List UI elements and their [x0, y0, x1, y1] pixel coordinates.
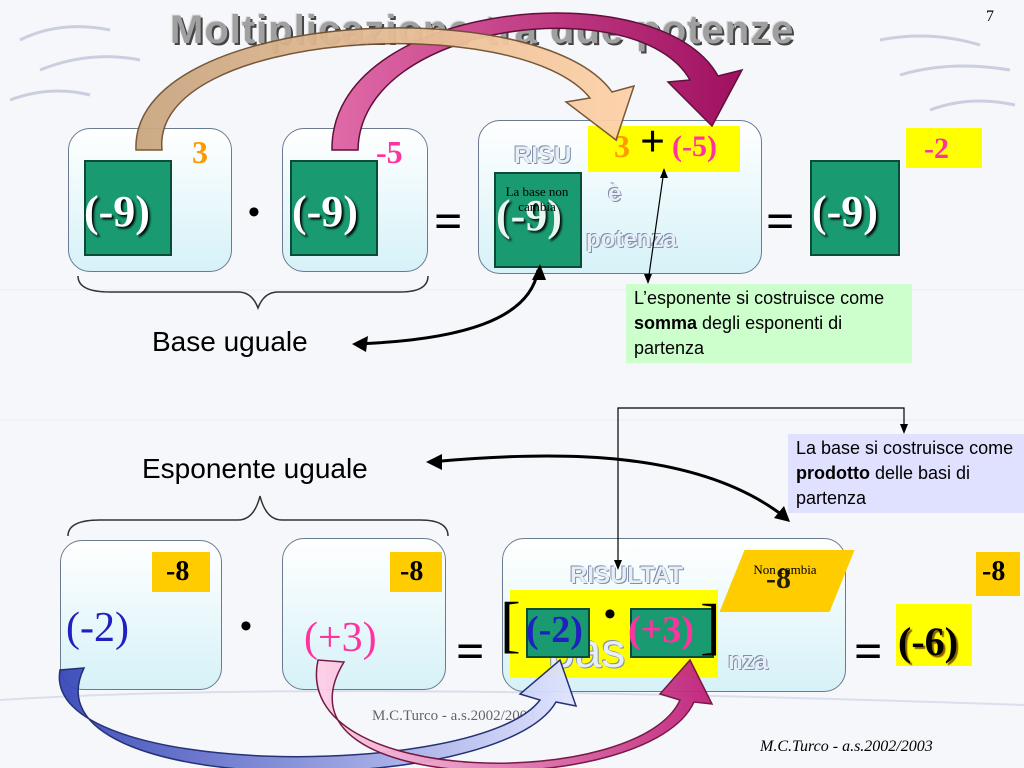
product-rule-text-bold: prodotto [796, 463, 870, 483]
bottom-right-exponent: -8 [400, 556, 424, 587]
top-sum-plus: + [640, 117, 666, 166]
bottom-right-exponent-box [390, 552, 442, 592]
bottom-right-base: (+3) [304, 615, 377, 661]
bottom-final-exponent: -8 [982, 556, 1006, 587]
bottom-open-bracket: [ [500, 591, 521, 659]
same-exponent-label: Esponente uguale [142, 453, 368, 484]
bottom-close-bracket: ] [700, 593, 721, 661]
top-final-base: (-9) [812, 187, 878, 236]
bottom-final-base-box [896, 604, 972, 666]
bottom-product-b: (+3) [628, 609, 694, 651]
bottom-ghost-title: RISULTAT [570, 562, 684, 589]
top-right-base: (-9) [292, 187, 358, 236]
bottom-left-exponent: -8 [166, 556, 190, 587]
top-left-base-box [84, 160, 172, 256]
bottom-final-exponent-box [976, 552, 1020, 596]
sum-rule-text-post: degli esponenti di partenza [634, 313, 843, 358]
bottom-left-exponent-box [152, 552, 210, 592]
sum-rule-text-bold: somma [634, 313, 698, 333]
top-sum-exponent-a: 3 [614, 128, 630, 164]
bottom-equals-1: = [456, 623, 485, 679]
top-equals-2: = [766, 193, 795, 249]
top-result-base: (-9) [496, 191, 562, 240]
bottom-prod-a-box [526, 608, 590, 658]
top-right-exponent: -5 [376, 134, 403, 170]
bottom-final-base: (-6) [898, 619, 958, 664]
top-multiply-dot: • [248, 194, 260, 231]
bottom-partial-footer: M.C.Turco - a.s.2002/2003 [372, 708, 535, 724]
top-left-base: (-9) [84, 187, 150, 236]
top-right-base-box [290, 160, 378, 256]
top-final-base-box [810, 160, 900, 256]
bottom-product-dot: • [604, 596, 616, 633]
bottom-result-exponent: -8 [766, 562, 791, 595]
top-sum-exponent-b: (-5) [672, 130, 717, 163]
slide-footer: M.C.Turco - a.s.2002/2003 [760, 738, 933, 755]
same-base-label: Base uguale [152, 326, 308, 357]
sum-rule-note: L’esponente si costruisce come somma deg… [626, 284, 912, 363]
top-base-not-change-note: La base non cambia [505, 184, 569, 214]
bottom-multiply-dot: • [240, 608, 252, 645]
bottom-equals-2: = [854, 623, 883, 679]
top-equals-1: = [434, 193, 463, 249]
sum-rule-text-pre: L’esponente si costruisce come [634, 288, 885, 308]
top-result-base-box [494, 172, 582, 268]
top-ghost-title: RISU [514, 142, 572, 169]
slide-title: Moltiplicazione tra due potenze [170, 8, 795, 52]
top-final-exponent: -2 [924, 132, 949, 165]
bottom-ghost-potenza: nza [728, 648, 769, 675]
bottom-left-base: (-2) [66, 605, 129, 651]
top-ghost-e: è [608, 180, 622, 207]
top-final-exponent-box [906, 128, 982, 168]
top-left-exponent: 3 [192, 134, 208, 170]
page-number: 7 [986, 8, 994, 25]
bottom-prod-b-box [630, 608, 714, 658]
bottom-product-a: (-2) [526, 609, 583, 651]
product-rule-note: La base si costruisce come prodotto dell… [788, 434, 1024, 513]
top-ghost-potenza: potenza [586, 226, 677, 253]
product-rule-text-pre: La base si costruisce come [796, 438, 1014, 458]
